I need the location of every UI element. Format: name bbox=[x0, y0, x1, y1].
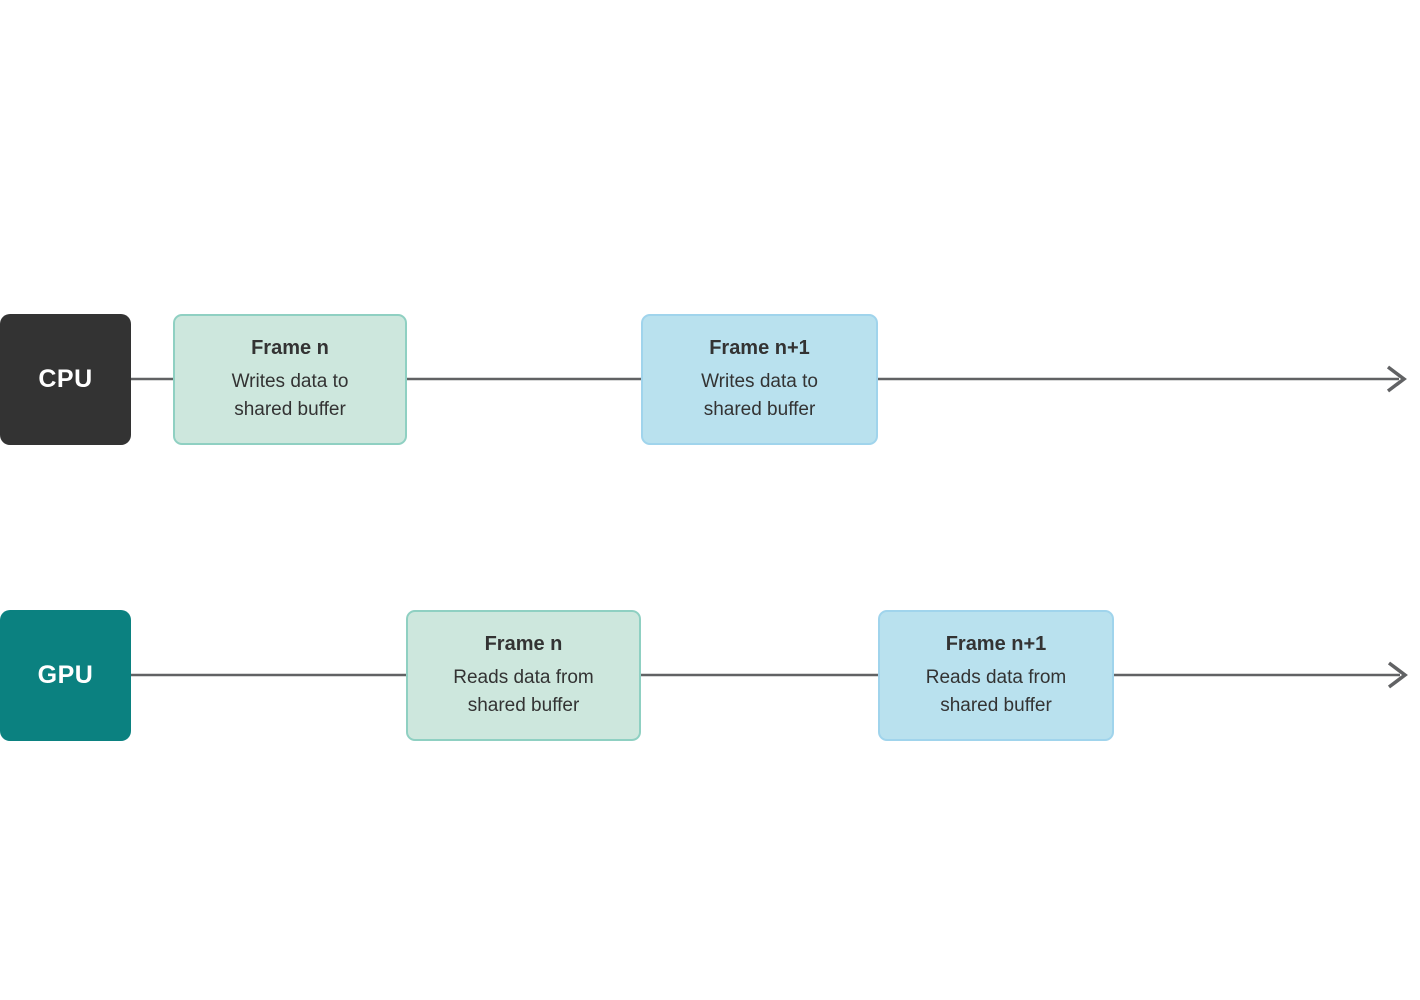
cpu-frame-n1-box: Frame n+1 Writes data to shared buffer bbox=[641, 314, 878, 445]
cpu-frame-n-text-line1: Writes data to bbox=[231, 371, 349, 392]
gpu-frame-n1-text-line1: Reads data from bbox=[925, 667, 1067, 688]
gpu-timeline-arrowhead-icon bbox=[1387, 661, 1408, 689]
cpu-frame-n1-text-line1: Writes data to bbox=[701, 371, 818, 392]
gpu-frame-n-text-line2: shared buffer bbox=[467, 695, 580, 716]
gpu-frame-n1-text-line2: shared buffer bbox=[940, 695, 1052, 716]
cpu-timeline-arrowhead-icon bbox=[1386, 365, 1407, 393]
gpu-lane-box: GPU bbox=[0, 610, 131, 741]
cpu-frame-n1-text-line2: shared buffer bbox=[703, 399, 816, 420]
cpu-frame-n-box: Frame n Writes data to shared buffer bbox=[173, 314, 407, 445]
gpu-frame-n-text-line1: Reads data from bbox=[453, 667, 594, 688]
gpu-frame-n-box: Frame n Reads data from shared buffer bbox=[406, 610, 641, 741]
cpu-lane-box: CPU bbox=[0, 314, 131, 445]
cpu-frame-n-title: Frame n bbox=[251, 337, 329, 359]
gpu-frame-n-title: Frame n bbox=[484, 633, 563, 655]
cpu-lane-label: CPU bbox=[38, 365, 93, 393]
cpu-frame-n1-title: Frame n+1 bbox=[709, 337, 810, 359]
gpu-frame-n1-title: Frame n+1 bbox=[945, 633, 1047, 655]
gpu-lane-label: GPU bbox=[37, 661, 94, 689]
gpu-frame-n1-box: Frame n+1 Reads data from shared buffer bbox=[878, 610, 1114, 741]
cpu-frame-n-text-line2: shared buffer bbox=[234, 399, 346, 420]
